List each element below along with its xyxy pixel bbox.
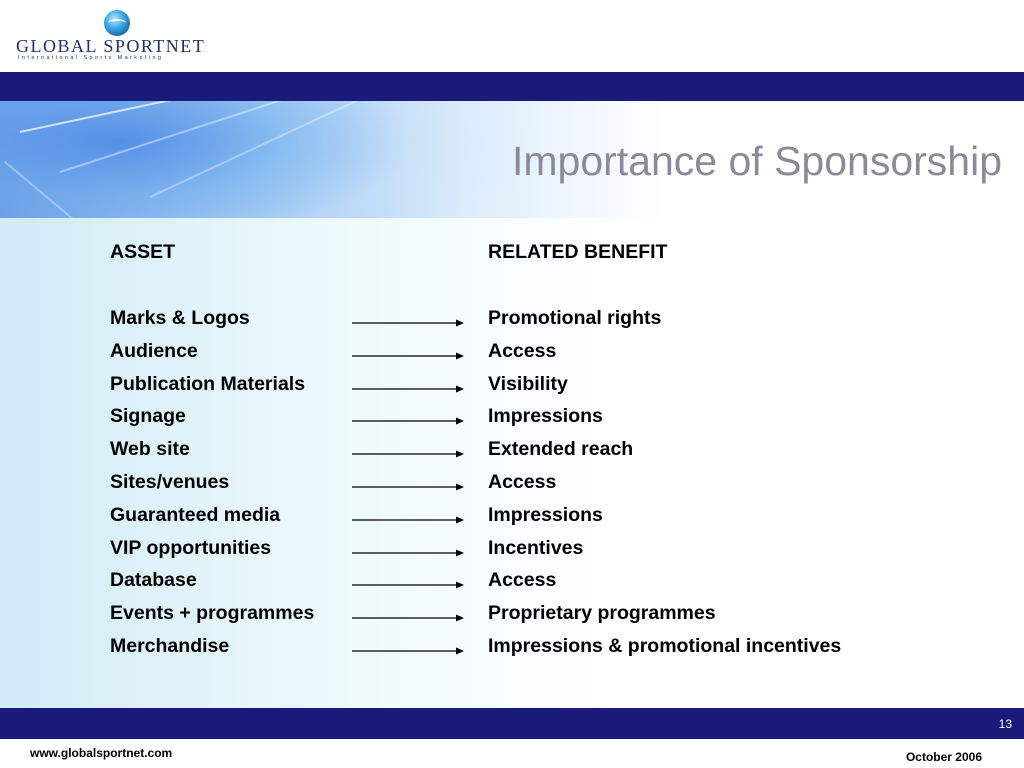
header-logo-area: GLOBAL SPORTNET International Sports Mar… <box>0 0 1024 72</box>
table-row: Sites/venues Access <box>110 471 990 504</box>
right-arrow-icon <box>352 483 464 491</box>
asset-cell: Database <box>110 569 197 592</box>
benefit-cell: Extended reach <box>488 438 634 461</box>
bottom-band: 13 <box>0 708 1024 739</box>
table-row: Events + programmes Proprietary programme… <box>110 602 990 635</box>
asset-column-header: ASSET <box>110 241 176 263</box>
right-arrow-icon <box>352 417 464 425</box>
slide-title: Importance of Sponsorship <box>512 138 1002 184</box>
benefit-cell: Proprietary programmes <box>488 602 716 625</box>
brand-tagline: International Sports Marketing <box>18 55 164 61</box>
right-arrow-icon <box>352 319 464 327</box>
asset-cell: Publication Materials <box>110 372 306 395</box>
asset-cell: Events + programmes <box>110 602 315 625</box>
right-arrow-icon <box>352 385 464 393</box>
globe-logo-icon <box>104 10 130 36</box>
table-row: Database Access <box>110 569 990 602</box>
brand-name: GLOBAL SPORTNET <box>16 36 206 56</box>
right-arrow-icon <box>352 614 464 622</box>
benefit-cell: Access <box>488 569 557 592</box>
asset-cell: Guaranteed media <box>110 503 281 526</box>
footer-date: October 2006 <box>905 750 982 764</box>
asset-cell: Web site <box>110 438 190 461</box>
right-arrow-icon <box>352 581 464 589</box>
asset-benefit-table: ASSET RELATED BENEFIT Marks & Logos Promo… <box>110 241 990 668</box>
benefit-cell: Visibility <box>488 372 568 395</box>
asset-cell: VIP opportunities <box>110 536 272 559</box>
benefit-cell: Access <box>488 470 557 493</box>
right-arrow-icon <box>352 352 464 360</box>
table-row: Merchandise Impressions & promotional inc… <box>110 635 990 668</box>
asset-cell: Signage <box>110 405 186 428</box>
benefit-cell: Impressions <box>488 405 603 428</box>
right-arrow-icon <box>352 549 464 557</box>
table-row: Marks & Logos Promotional rights <box>110 307 990 340</box>
top-band <box>0 72 1024 101</box>
asset-cell: Merchandise <box>110 634 230 657</box>
table-header-row: ASSET RELATED BENEFIT <box>110 241 990 307</box>
asset-cell: Audience <box>110 339 198 362</box>
table-row: Web site Extended reach <box>110 438 990 471</box>
content-background <box>0 218 1024 708</box>
benefit-cell: Access <box>488 339 557 362</box>
benefit-cell: Impressions & promotional incentives <box>488 634 842 657</box>
asset-cell: Sites/venues <box>110 470 230 493</box>
benefit-cell: Incentives <box>488 536 584 559</box>
table-row: Publication Materials Visibility <box>110 373 990 406</box>
benefit-column-header: RELATED BENEFIT <box>488 241 668 263</box>
benefit-cell: Impressions <box>488 503 603 526</box>
asset-cell: Marks & Logos <box>110 307 250 329</box>
hero-banner <box>0 101 1024 218</box>
right-arrow-icon <box>352 647 464 655</box>
table-row: Guaranteed media Impressions <box>110 504 990 537</box>
right-arrow-icon <box>352 516 464 524</box>
footer-url: www.globalsportnet.com <box>30 746 173 760</box>
table-row: Audience Access <box>110 340 990 373</box>
benefit-cell: Promotional rights <box>488 307 662 329</box>
table-row: VIP opportunities Incentives <box>110 537 990 570</box>
table-row: Signage Impressions <box>110 405 990 438</box>
right-arrow-icon <box>352 450 464 458</box>
page-number: 13 <box>998 717 1012 731</box>
